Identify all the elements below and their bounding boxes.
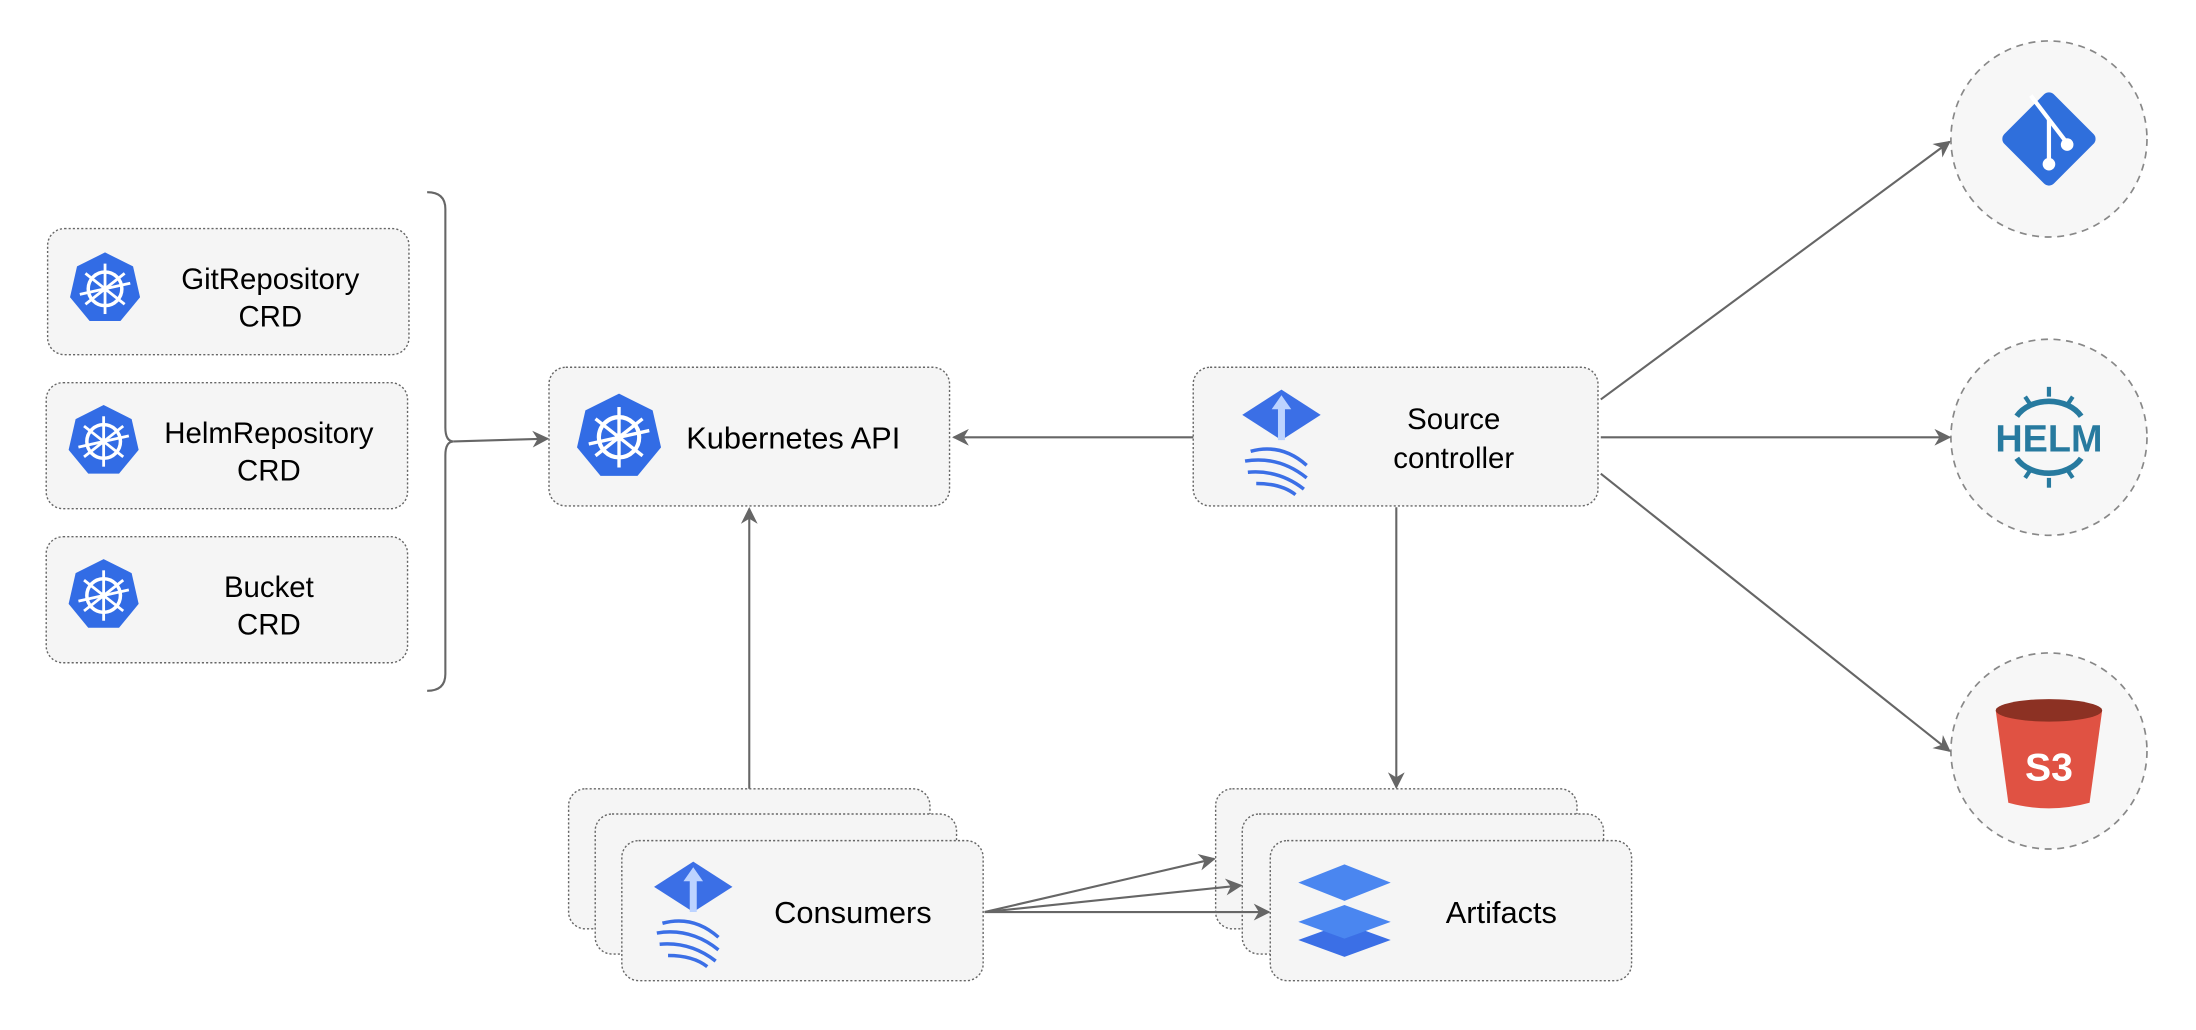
source-controller-sublabel: controller bbox=[1393, 442, 1514, 475]
crd-bucket: Bucket CRD bbox=[45, 536, 409, 664]
s3-source-node: S3 bbox=[1950, 652, 2148, 850]
crd-group-brace bbox=[427, 191, 454, 692]
helm-logo-text: HELM bbox=[1995, 418, 2102, 460]
crd-gitrepository: GitRepository CRD bbox=[46, 227, 410, 356]
source-controller-label: Source bbox=[1407, 403, 1500, 436]
kubernetes-api-label: Kubernetes API bbox=[686, 420, 900, 455]
crd-sublabel: CRD bbox=[237, 455, 301, 488]
crd-label: HelmRepository bbox=[164, 417, 373, 450]
crd-sublabel: CRD bbox=[238, 301, 302, 334]
crd-label: Bucket bbox=[224, 571, 314, 604]
helm-icon: HELM bbox=[1995, 386, 2102, 488]
kubernetes-api-node: Kubernetes API bbox=[548, 366, 951, 507]
consumers-label: Consumers bbox=[774, 895, 931, 930]
s3-logo-text: S3 bbox=[2025, 746, 2073, 789]
consumers-node: Consumers bbox=[567, 788, 984, 982]
artifacts-label: Artifacts bbox=[1446, 895, 1557, 930]
s3-bucket-icon: S3 bbox=[1995, 699, 2103, 809]
artifacts-node: Artifacts bbox=[1214, 788, 1633, 982]
git-source-node bbox=[1950, 40, 2148, 238]
edge-consumers-to-artifact-2 bbox=[984, 878, 1243, 914]
edge-consumers-to-artifact-1 bbox=[984, 854, 1216, 914]
helm-source-node: HELM bbox=[1950, 338, 2148, 537]
source-controller-node: Source controller bbox=[1192, 366, 1599, 507]
edge-controller-to-s3 bbox=[1600, 472, 1951, 753]
edge-controller-to-git bbox=[1600, 140, 1951, 401]
git-icon bbox=[2002, 92, 2096, 186]
crd-helmrepository: HelmRepository CRD bbox=[45, 381, 409, 510]
edge-crds-to-api bbox=[453, 430, 550, 448]
crd-label: GitRepository bbox=[181, 263, 359, 296]
crd-sublabel: CRD bbox=[237, 609, 301, 642]
